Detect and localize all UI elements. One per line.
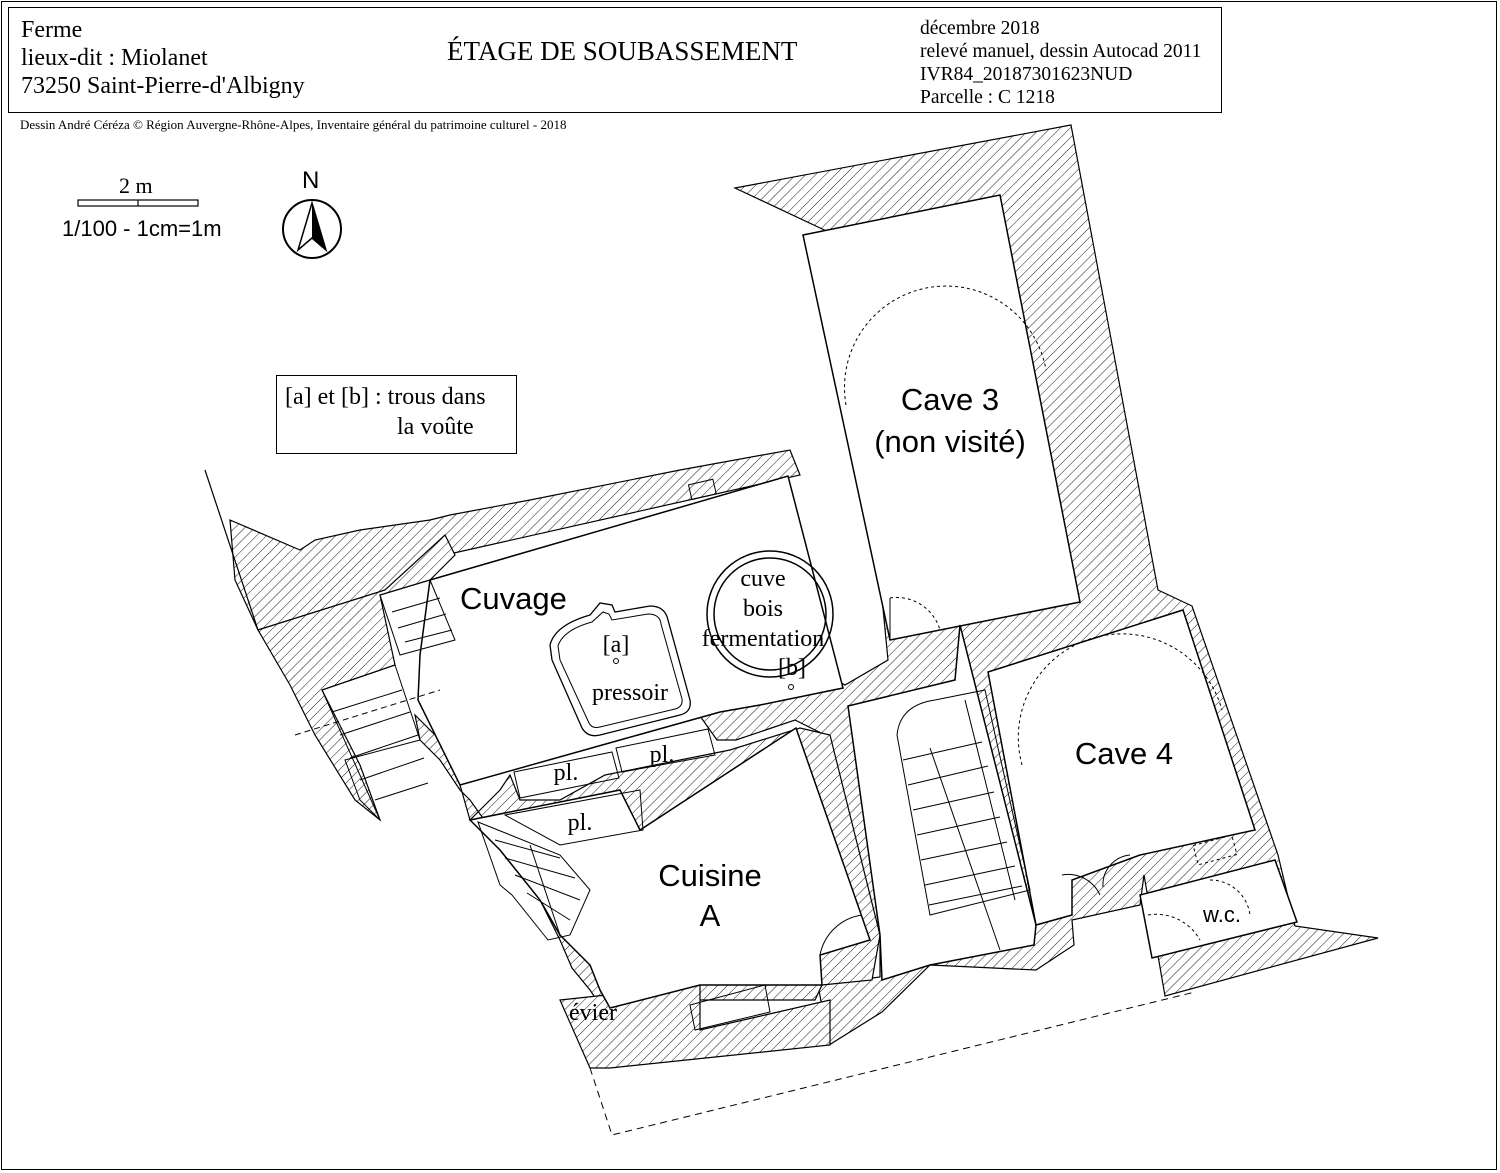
room-label-cuisine-line2: A (700, 898, 721, 933)
hole-b-label: [b] (778, 655, 806, 681)
hole-a-label: [a] (603, 632, 630, 658)
room-label-cave4: Cave 4 (1075, 736, 1173, 771)
location-block: Ferme lieux-dit : Miolanet 73250 Saint-P… (21, 16, 305, 100)
scale-ratio: 1/100 - 1cm=1m (62, 216, 222, 241)
hole-a-marker (613, 658, 619, 664)
info-parcel: Parcelle : C 1218 (920, 87, 1055, 108)
scale-bar-label: 2 m (119, 173, 153, 198)
placard-label-1: pl. (554, 760, 579, 786)
legend-box: [a] et [b] : trous dans la voûte (276, 375, 517, 454)
drawing-info: décembre 2018 relevé manuel, dessin Auto… (920, 17, 1201, 109)
room-label-cuisine-line1: Cuisine (658, 858, 761, 893)
cuve-label-line1: cuve (740, 566, 785, 592)
room-wc (1139, 859, 1298, 959)
room-label-cave3-line1: Cave 3 (901, 382, 999, 417)
legend-line-2: la voûte (397, 414, 474, 440)
room-label-cuvage: Cuvage (460, 581, 567, 616)
room-cuisine (468, 726, 871, 1009)
cuve-label-line2: bois (743, 596, 783, 622)
plan-details (294, 285, 1251, 1136)
location-line-3: 73250 Saint-Pierre-d'Albigny (21, 73, 305, 99)
cuve-label-line3: fermentation (702, 626, 825, 652)
info-date: décembre 2018 (920, 18, 1040, 39)
location-line-1: Ferme (21, 17, 83, 43)
room-cave4 (987, 609, 1256, 926)
rooms (417, 194, 1298, 1009)
info-method: relevé manuel, dessin Autocad 2011 (920, 41, 1202, 62)
room-label-wc: w.c. (1202, 902, 1241, 927)
info-reference: IVR84_20187301623NUD (920, 64, 1133, 85)
title-block: Ferme lieux-dit : Miolanet 73250 Saint-P… (8, 7, 1222, 113)
credit-line: Dessin André Céréza © Région Auvergne-Rh… (20, 117, 567, 132)
room-label-cave3-line2: (non visité) (874, 424, 1026, 459)
location-line-2: lieux-dit : Miolanet (21, 45, 208, 71)
drawing-title: ÉTAGE DE SOUBASSEMENT (447, 36, 798, 66)
evier-label: évier (569, 1000, 617, 1026)
hole-b-marker (788, 684, 794, 690)
scale-bar (77, 199, 199, 207)
north-arrow-icon (282, 199, 342, 259)
placard-label-2: pl. (650, 742, 675, 768)
placard-label-3: pl. (568, 810, 593, 836)
room-cave3 (802, 194, 1081, 641)
legend-line-1: [a] et [b] : trous dans (285, 384, 486, 410)
north-label: N (302, 167, 320, 194)
pressoir-label: pressoir (592, 680, 668, 706)
room-stair-corridor (847, 624, 1037, 982)
